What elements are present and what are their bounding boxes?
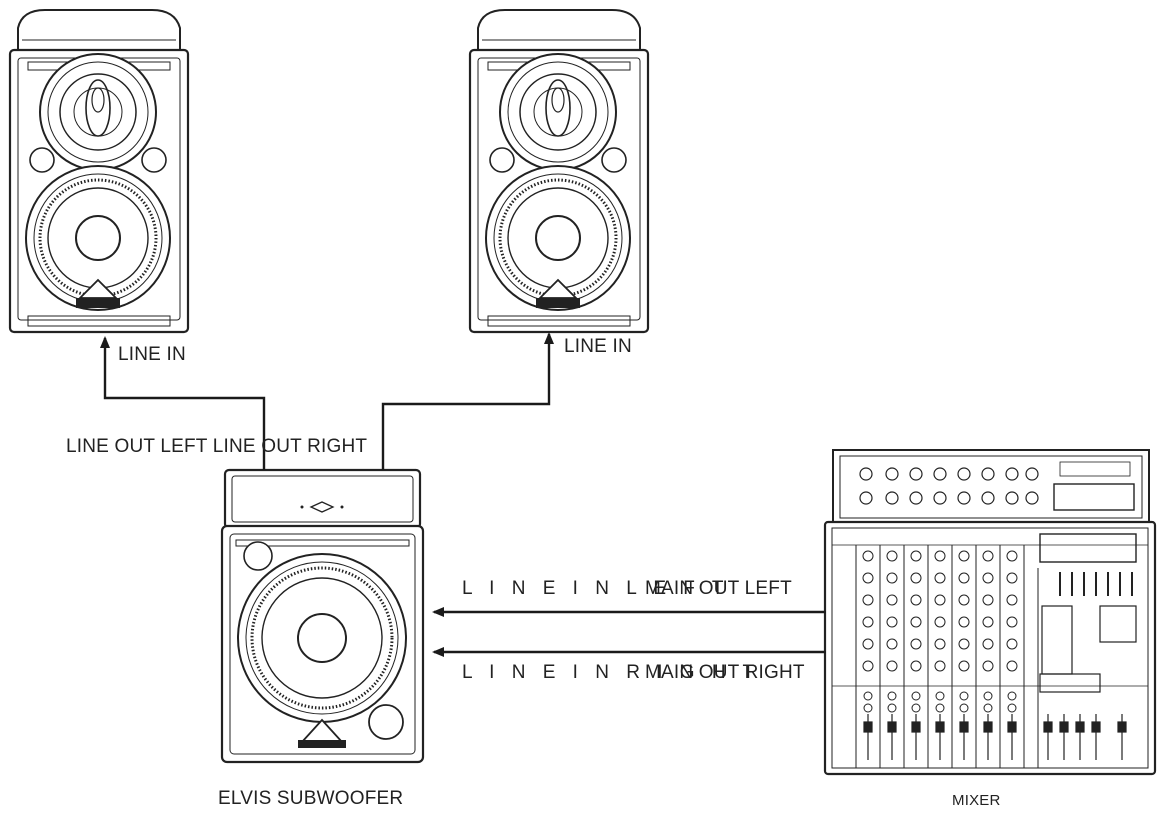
cables: [100, 332, 826, 657]
mixer-knob: [934, 660, 946, 672]
mixer-knob: [982, 572, 994, 584]
mixer-main-out-left-label: MAIN OUT LEFT: [645, 578, 792, 599]
mixer-knob: [911, 691, 921, 701]
fader-cap: [935, 721, 945, 733]
mixer-knob: [1006, 572, 1018, 584]
mixer-knob: [1007, 691, 1017, 701]
mixer-knob: [982, 660, 994, 672]
mixer-knob: [910, 572, 922, 584]
fader-cap: [1043, 721, 1053, 733]
mixer-knob: [934, 594, 946, 606]
fader-cap: [863, 721, 873, 733]
mixer-knob: [886, 638, 898, 650]
mixer-knob: [1006, 660, 1018, 672]
subwoofer-line-in-left-label: L I N E I N L E F T: [462, 578, 730, 599]
mixer-knob: [982, 594, 994, 606]
mixer-knob: [958, 660, 970, 672]
mixer-knob: [934, 572, 946, 584]
subwoofer-name-label: ELVIS SUBWOOFER: [218, 788, 404, 809]
mixer-name-label: MIXER: [952, 792, 1001, 809]
mixer-knob: [886, 660, 898, 672]
mixer-knob: [887, 691, 897, 701]
subwoofer: [220, 468, 425, 764]
mixer-knob: [862, 616, 874, 628]
mixer-knob: [1006, 638, 1018, 650]
mixer-knob: [958, 572, 970, 584]
mixer-knob: [911, 703, 921, 713]
mixer-knob: [982, 638, 994, 650]
mixer-knob: [1006, 594, 1018, 606]
mixer-knob: [1006, 616, 1018, 628]
mixer-knob: [935, 703, 945, 713]
mixer-knob: [886, 572, 898, 584]
mixer-knob: [935, 691, 945, 701]
mixer-main-out-right-label: MAIN OUT RIGHT: [645, 662, 805, 683]
fader-cap: [983, 721, 993, 733]
fader-cap: [1059, 721, 1069, 733]
mixer-knob: [934, 638, 946, 650]
subwoofer-line-in-right-label: L I N E I N R I G H T: [462, 662, 761, 683]
mixer-knob: [934, 550, 946, 562]
mixer-knob: [934, 616, 946, 628]
mixer-knob: [886, 550, 898, 562]
mixer-knob: [959, 691, 969, 701]
mixer: [823, 449, 1157, 776]
mixer-knob: [862, 638, 874, 650]
mixer-knob: [1007, 703, 1017, 713]
right-monitor-speaker: [468, 8, 650, 334]
mixer-knob: [959, 703, 969, 713]
fader-cap: [1117, 721, 1127, 733]
left-speaker-line-in-label: LINE IN: [118, 344, 186, 365]
mixer-knob: [862, 660, 874, 672]
mixer-knob: [958, 594, 970, 606]
fader-cap: [1091, 721, 1101, 733]
subwoofer-line-out-label: LINE OUT LEFT LINE OUT RIGHT: [66, 436, 368, 457]
cable-line-out-left: [100, 336, 266, 470]
mixer-knob: [862, 594, 874, 606]
mixer-knob: [886, 594, 898, 606]
mixer-knob: [887, 703, 897, 713]
fader-cap: [1075, 721, 1085, 733]
right-speaker-line-in-label: LINE IN: [564, 336, 632, 357]
mixer-knob: [910, 616, 922, 628]
mixer-knob: [862, 572, 874, 584]
mixer-knob: [910, 550, 922, 562]
mixer-knob: [958, 550, 970, 562]
mixer-knob: [910, 660, 922, 672]
mixer-knob: [863, 703, 873, 713]
left-monitor-speaker: [8, 8, 190, 334]
mixer-knob: [1006, 550, 1018, 562]
mixer-knob: [983, 703, 993, 713]
mixer-knob: [983, 691, 993, 701]
mixer-knob: [982, 616, 994, 628]
cable-line-out-right: [381, 332, 554, 470]
mixer-knob: [886, 616, 898, 628]
mixer-knob: [982, 550, 994, 562]
mixer-knob: [910, 594, 922, 606]
fader-cap: [959, 721, 969, 733]
mixer-knob: [862, 550, 874, 562]
mixer-knob: [863, 691, 873, 701]
fader-cap: [1007, 721, 1017, 733]
fader-cap: [911, 721, 921, 733]
mixer-knob: [910, 638, 922, 650]
fader-cap: [887, 721, 897, 733]
mixer-knob: [958, 638, 970, 650]
mixer-knob: [958, 616, 970, 628]
